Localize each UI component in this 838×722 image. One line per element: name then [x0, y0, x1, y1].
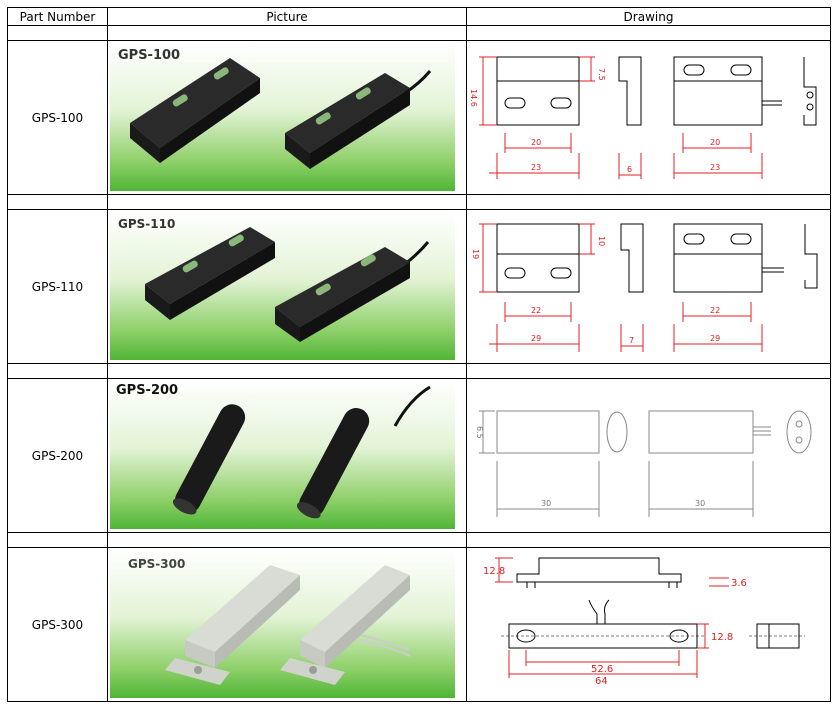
part-number-cell: GPS-200: [7, 378, 108, 533]
svg-text:3.6: 3.6: [731, 578, 747, 589]
svg-text:29: 29: [710, 334, 720, 343]
table-row: GPS-300 GPS-300: [7, 547, 831, 702]
product-photo: GPS-110: [110, 212, 455, 360]
photo-label: GPS-200: [116, 383, 178, 398]
svg-text:12.8: 12.8: [711, 632, 733, 643]
svg-text:64: 64: [595, 676, 608, 687]
technical-drawing: 12.8 3.6 12.8 52.6 64: [483, 557, 805, 687]
svg-text:30: 30: [541, 499, 551, 508]
header-part-number: Part Number: [7, 7, 108, 26]
svg-text:6: 6: [627, 165, 632, 174]
svg-text:12.8: 12.8: [483, 566, 505, 577]
part-number-cell: GPS-100: [7, 40, 108, 195]
svg-text:22: 22: [710, 306, 720, 315]
svg-text:29: 29: [531, 334, 541, 343]
svg-text:20: 20: [531, 138, 541, 147]
part-number-cell: GPS-110: [7, 209, 108, 364]
svg-text:23: 23: [710, 163, 720, 172]
technical-drawing: 6.5 30 30: [475, 410, 812, 517]
svg-text:19: 19: [471, 249, 480, 259]
photo-label: GPS-100: [118, 48, 180, 63]
product-photo: GPS-300: [110, 550, 455, 698]
header-drawing: Drawing: [466, 7, 831, 26]
technical-drawing: 14.6 7.5 20 23 6 20 23: [469, 56, 817, 179]
table-row: GPS-110 GPS-110: [7, 209, 831, 364]
svg-text:7: 7: [629, 336, 634, 345]
photo-label: GPS-110: [118, 217, 175, 231]
svg-text:14.6: 14.6: [469, 89, 478, 107]
svg-text:10: 10: [597, 236, 606, 246]
photo-label: GPS-300: [128, 557, 185, 571]
svg-text:7.5: 7.5: [597, 68, 606, 81]
svg-text:20: 20: [710, 138, 720, 147]
table-row: GPS-100 GPS-100: [7, 40, 831, 195]
product-table: Part Number Picture Drawing GPS-100 GPS-…: [7, 7, 831, 702]
svg-text:6.5: 6.5: [475, 426, 484, 439]
header-picture: Picture: [107, 7, 467, 26]
technical-drawing: 19 10 22 29 7 22 29: [471, 223, 818, 352]
svg-text:52.6: 52.6: [591, 664, 613, 675]
table-row: GPS-200 GPS-200: [7, 378, 831, 533]
svg-text:30: 30: [695, 499, 705, 508]
svg-text:23: 23: [531, 163, 541, 172]
product-photo: GPS-200: [110, 381, 455, 529]
part-number-cell: GPS-300: [7, 547, 108, 702]
svg-text:22: 22: [531, 306, 541, 315]
product-photo: GPS-100: [110, 43, 455, 191]
